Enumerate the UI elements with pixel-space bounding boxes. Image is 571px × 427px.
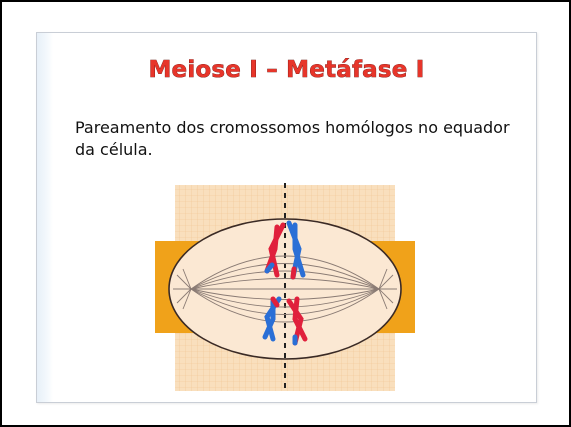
slide-body-text: Pareamento dos cromossomos homólogos no … [75,118,510,159]
spindle-fibers [173,255,397,323]
metaphase-illustration [155,183,415,393]
chromosome-pair-upper [264,220,306,280]
chromosome-pair-lower [262,296,308,346]
slide: Meiose I – Metáfase I Pareamento dos cro… [36,32,537,403]
slide-title: Meiose I – Metáfase I [148,57,425,84]
slide-side-band [37,33,53,402]
metaphase-cell-icon [155,183,415,393]
